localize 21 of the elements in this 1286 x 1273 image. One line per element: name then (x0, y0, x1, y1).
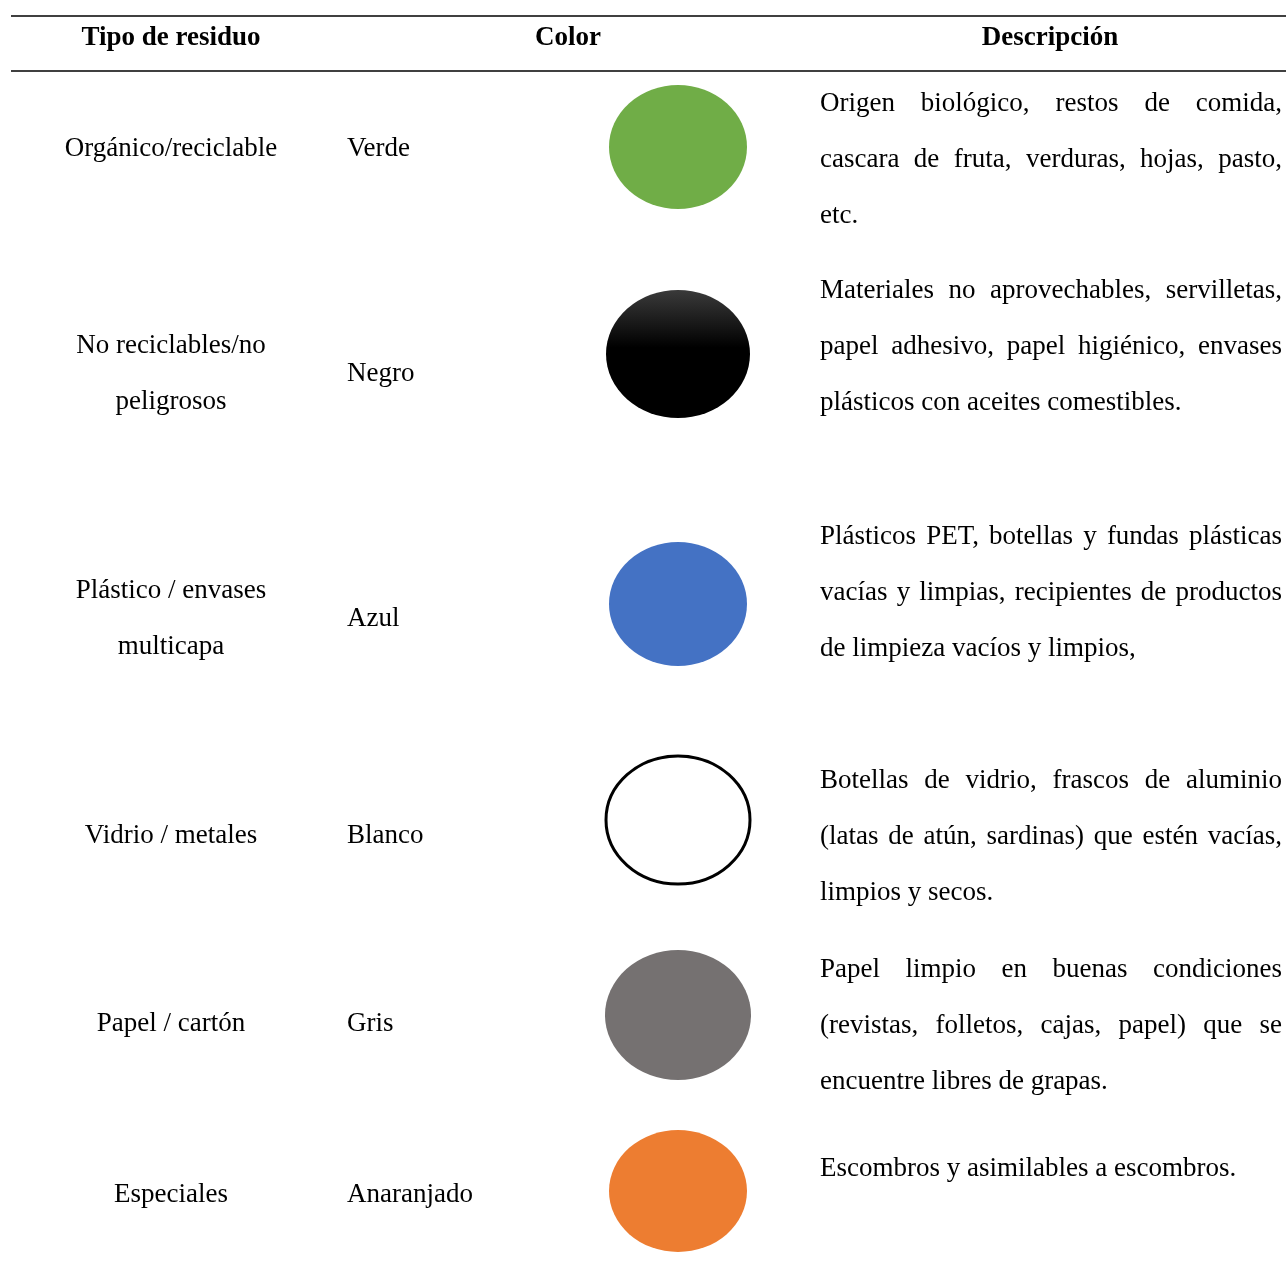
description-cell-text: Botellas de vidrio, frascos de aluminio (latas de atún, sardinas) que estén vacías, limpios y secos. (820, 763, 1282, 908)
column-header: Tipo de residuo (81, 20, 261, 53)
waste-type-cell-text: Plástico / envases multicapa (74, 573, 268, 662)
waste-type-cell-text: Especiales (113, 1177, 229, 1210)
column-header: Descripción (981, 20, 1119, 53)
color-name-cell-text: Azul (347, 601, 400, 634)
description-cell-text: Materiales no aprovechables, servilletas, papel adhesivo, papel higiénico, envases plásticos con aceites comestibles. (820, 273, 1282, 418)
waste-type-cell-text: Papel / cartón (95, 1006, 247, 1039)
description-cell-text: Plásticos PET, botellas y fundas plásticas vacías y limpias, recipientes de productos de limpieza vacíos y limpios, (820, 519, 1282, 664)
description-cell-text: Escombros y asimilables a escombros. (820, 1151, 1238, 1184)
waste-type-cell-text: No reciclables/no peligrosos (75, 328, 267, 417)
description-cell-text: Papel limpio en buenas condiciones (revistas, folletos, cajas, papel) que se encuentre libres de grapas. (820, 952, 1282, 1097)
description-cell-text: Origen biológico, restos de comida, cascara de fruta, verduras, hojas, pasto, etc. (820, 86, 1282, 231)
color-name-cell-text: Gris (347, 1006, 394, 1039)
color-name-cell-text: Blanco (347, 818, 424, 851)
column-header: Color (535, 20, 601, 53)
waste-type-cell-text: Orgánico/reciclable (63, 131, 279, 164)
color-name-cell-text: Anaranjado (347, 1177, 473, 1210)
color-name-cell-text: Verde (347, 131, 410, 164)
waste-type-cell-text: Vidrio / metales (83, 818, 259, 851)
color-name-cell-text: Negro (347, 356, 415, 389)
